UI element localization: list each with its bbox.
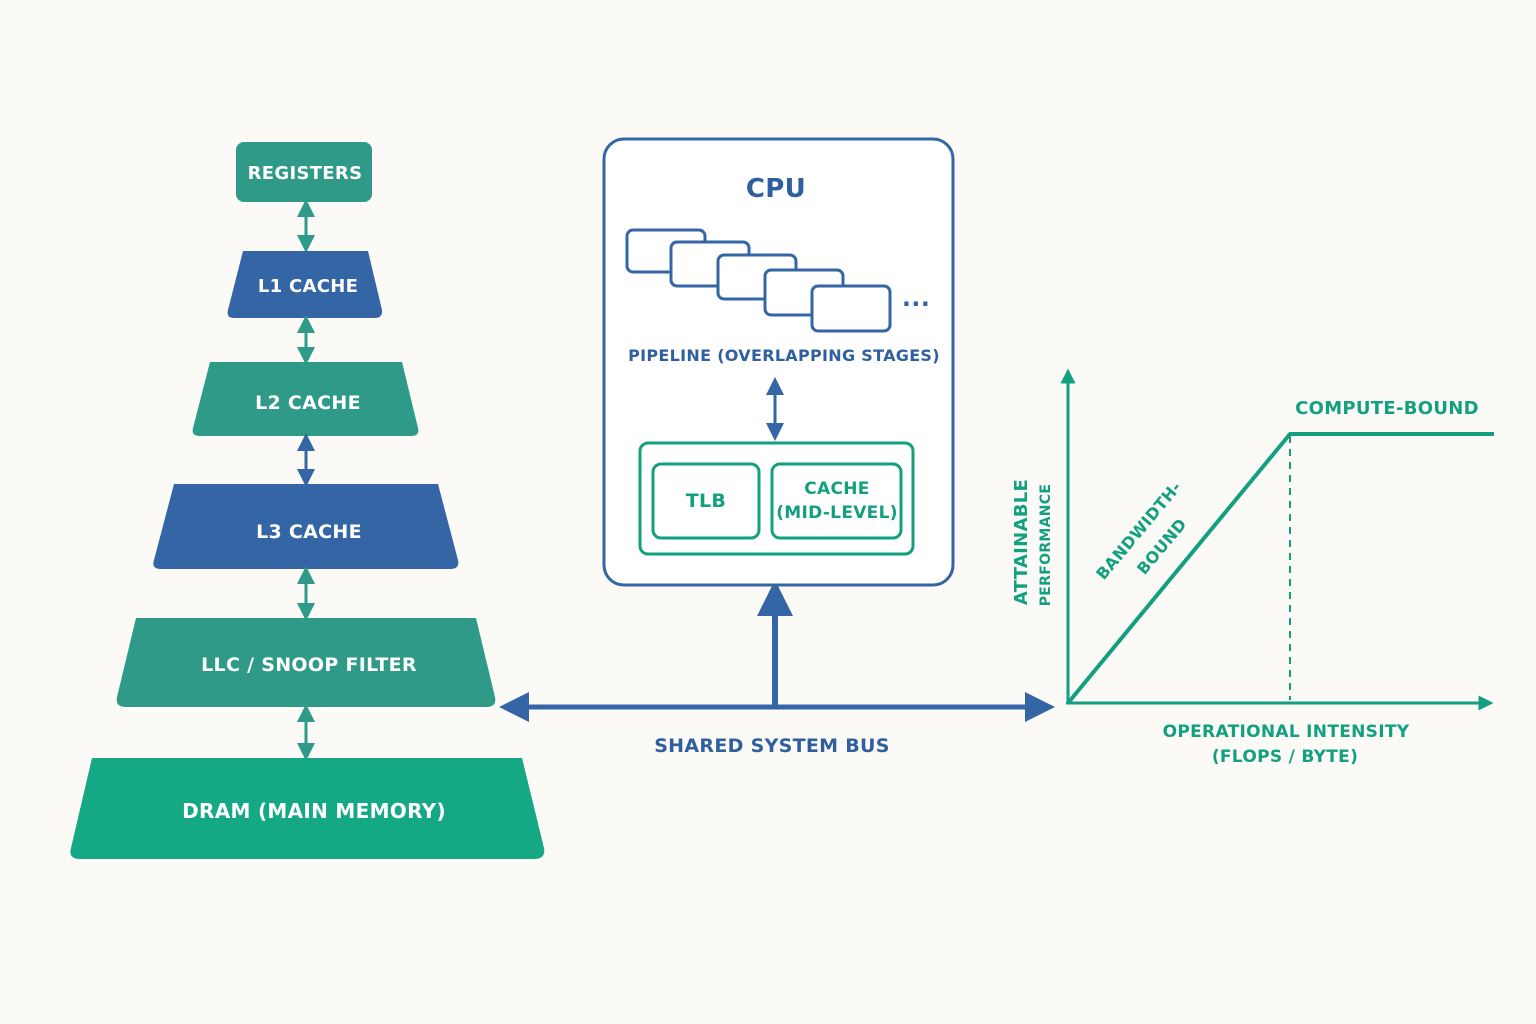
memory-hierarchy: REGISTERS L1 CACHE L2 CACHE L3 CACHE LLC… — [70, 142, 545, 859]
tier-dram-label: DRAM (MAIN MEMORY) — [182, 799, 446, 823]
tlb-box — [651, 462, 761, 540]
roofline-curve — [1066, 432, 1494, 705]
cpu-title: CPU — [746, 174, 806, 204]
tier-registers-label: REGISTERS — [248, 163, 363, 184]
mid-level-cache-label-1: CACHE — [804, 479, 869, 499]
tier-dram — [70, 758, 545, 859]
system-bus: SHARED SYSTEM BUS — [499, 580, 1055, 757]
pipeline-stages — [625, 228, 892, 333]
tier-l3-label: L3 CACHE — [256, 521, 362, 543]
y-axis-label-2: PERFORMANCE — [1038, 484, 1054, 606]
cpu-block: CPU ... PIPELINE (OVERLAPPING STAGES) TL… — [602, 137, 955, 587]
mid-level-cache-label-2: (MID-LEVEL) — [776, 503, 898, 523]
tier-registers — [236, 142, 372, 202]
x-axis-label-2: (FLOPS / BYTE) — [1212, 747, 1358, 767]
compute-bound-label: COMPUTE-BOUND — [1295, 398, 1479, 419]
pipeline-ellipsis: ... — [902, 284, 930, 312]
tier-llc — [116, 618, 496, 707]
tier-l1 — [227, 251, 383, 318]
tier-l2 — [192, 362, 419, 436]
y-axis-label-1: ATTAINABLE — [1011, 479, 1032, 605]
x-axis-label-1: OPERATIONAL INTENSITY — [1163, 722, 1410, 742]
pipeline-label: PIPELINE (OVERLAPPING STAGES) — [628, 346, 940, 365]
tier-l1-label: L1 CACHE — [258, 276, 358, 297]
tier-llc-label: LLC / SNOOP FILTER — [201, 654, 417, 676]
pipeline-stage — [810, 284, 892, 333]
tlb-label: TLB — [686, 490, 726, 512]
bus-label: SHARED SYSTEM BUS — [654, 735, 890, 757]
tier-l3 — [153, 484, 459, 569]
tier-l2-label: L2 CACHE — [255, 392, 361, 414]
roofline-plot: ATTAINABLE PERFORMANCE OPERATIONAL INTEN… — [1011, 368, 1494, 767]
mid-level-cache-box — [770, 462, 903, 540]
